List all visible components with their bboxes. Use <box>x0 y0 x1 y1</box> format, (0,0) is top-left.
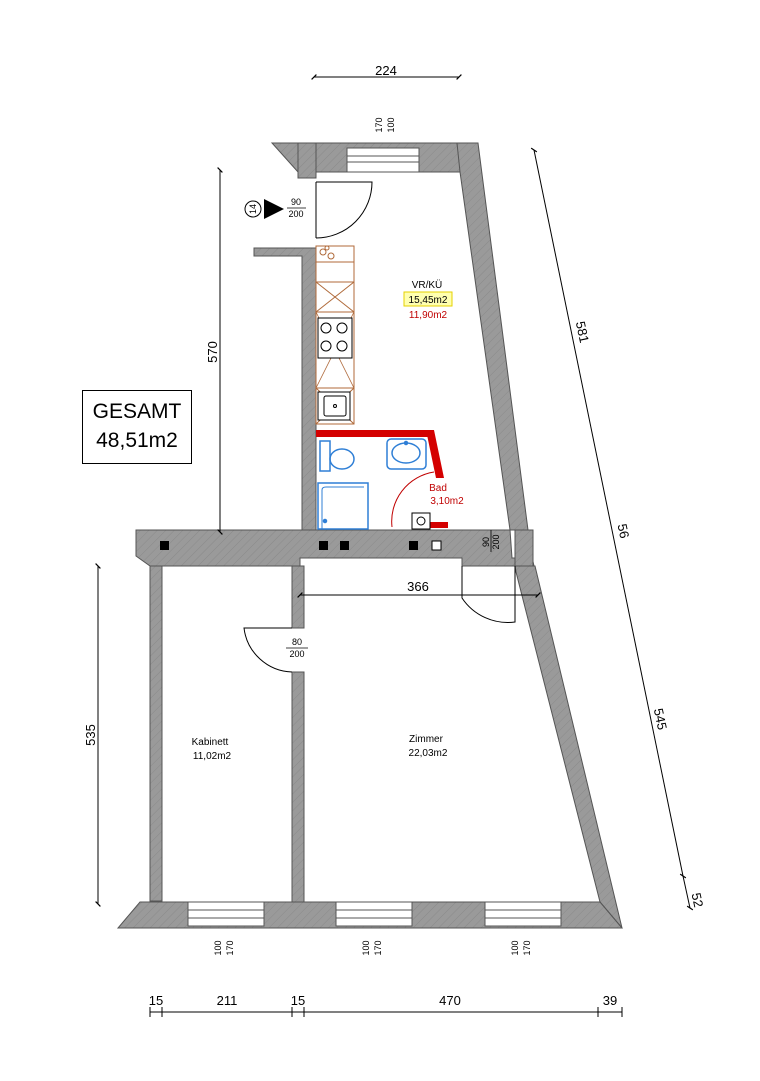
dim-right-4: 52 <box>689 891 707 908</box>
bathroom-fixtures <box>317 438 427 530</box>
entrance-door-swing <box>315 181 373 239</box>
room-vrku-area2: 11,90m2 <box>409 310 448 321</box>
chimney-markers <box>160 540 442 551</box>
dim-bottom-3: 15 <box>291 993 305 1008</box>
total-area-box: GESAMT 48,51m2 <box>82 390 192 464</box>
toilet-bowl <box>329 448 355 470</box>
room-bad-area: 3,10m2 <box>430 496 464 507</box>
dim-bottom-5: 39 <box>603 993 617 1008</box>
room-vrku-area: 15,45m2 <box>409 295 448 306</box>
kitchen-sink <box>317 391 351 421</box>
dim-bottom-4: 470 <box>439 993 461 1008</box>
total-area: 48,51m2 <box>96 429 178 452</box>
entrance-number: 14 <box>248 204 258 214</box>
dim-left-lower: 535 <box>83 724 98 746</box>
dim-right-1: 581 <box>573 320 592 344</box>
window-bottom-1 <box>187 901 265 927</box>
entrance-door-w: 90 <box>291 197 301 207</box>
dim-right-3: 545 <box>651 707 670 731</box>
room-bad-name: Bad <box>429 483 447 494</box>
windows <box>187 147 562 927</box>
window-b2-h: 170 <box>373 940 383 955</box>
stove <box>317 317 353 359</box>
window-b2-w: 100 <box>361 940 371 955</box>
wall-middle <box>135 529 535 569</box>
dim-bottom-1: 15 <box>149 993 163 1008</box>
room-zimmer-area: 22,03m2 <box>409 748 448 759</box>
room-kabinett-area: 11,02m2 <box>193 751 232 762</box>
wall-right-upper <box>456 142 529 531</box>
kabinett-door-h: 200 <box>289 649 304 659</box>
washing-machine <box>411 512 431 530</box>
wall-partition-lower <box>291 671 305 903</box>
kabinett-door-swing <box>243 627 293 673</box>
entrance-marker: 14 <box>244 199 284 219</box>
room-kabinett-name: Kabinett <box>192 737 229 748</box>
room-vrku-name: VR/KÜ <box>412 279 443 291</box>
dimension-lines <box>95 74 694 1017</box>
window-b1-w: 100 <box>213 940 223 955</box>
window-top-w: 100 <box>386 117 396 132</box>
window-b1-h: 170 <box>225 940 235 955</box>
window-b3-w: 100 <box>510 940 520 955</box>
bad-door-w: 90 <box>481 537 491 547</box>
shower <box>317 482 369 530</box>
wall-upper-left-2 <box>253 247 317 531</box>
window-bottom-3 <box>484 901 562 927</box>
corridor-door-swing <box>461 566 516 623</box>
wall-kabinett-left <box>149 565 163 902</box>
room-zimmer-name: Zimmer <box>409 734 444 745</box>
window-top-h: 170 <box>374 117 384 132</box>
wall-upper-left-1 <box>297 142 317 179</box>
dim-bottom-2: 211 <box>217 993 238 1008</box>
bad-door-swing <box>391 471 435 528</box>
dim-left-upper: 570 <box>205 341 220 363</box>
kabinett-door-w: 80 <box>292 637 302 647</box>
window-bottom-2 <box>335 901 413 927</box>
doors <box>243 181 516 673</box>
dim-top-width: 224 <box>375 63 397 78</box>
total-label: GESAMT <box>92 400 182 423</box>
window-top <box>346 147 420 173</box>
wall-right-lower <box>514 565 623 929</box>
dim-right-2: 56 <box>615 522 633 539</box>
bathroom-walls <box>316 430 448 528</box>
sink <box>386 438 427 470</box>
bad-door-h: 200 <box>491 534 501 549</box>
wall-partition-upper <box>291 565 305 629</box>
toilet-tank <box>319 440 331 472</box>
window-b3-h: 170 <box>522 940 532 955</box>
dim-zimmer-width: 366 <box>407 579 429 594</box>
walls <box>116 142 624 929</box>
entrance-door-h: 200 <box>288 209 303 219</box>
wall-middle-right <box>514 529 534 567</box>
